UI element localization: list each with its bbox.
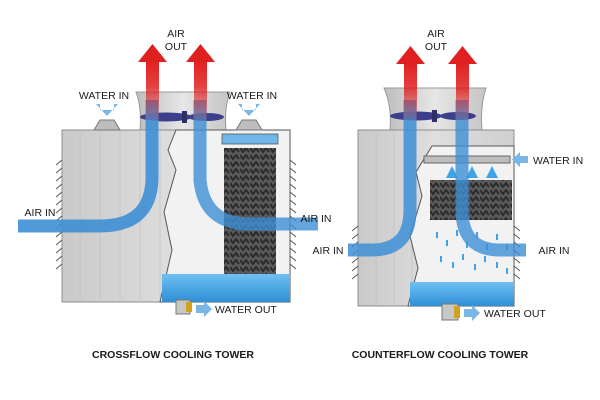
- crossflow-water-out-label: WATER OUT: [215, 304, 277, 316]
- counterflow-water-out-arrow: [464, 305, 480, 321]
- crossflow-air-in-right-label: AIR IN: [301, 213, 332, 225]
- crossflow-cold-water-basin: [162, 274, 290, 302]
- crossflow-air-out-label-line2: OUT: [165, 41, 188, 53]
- counterflow-tower: AIR OUT WATER IN AIR IN AIR IN WATER OUT…: [313, 28, 584, 361]
- crossflow-air-in-right-arrow: [193, 100, 318, 231]
- counterflow-rain-drops: [436, 230, 508, 274]
- crossflow-water-in-arrow-left: [96, 104, 118, 116]
- counterflow-air-in-left-label: AIR IN: [313, 245, 344, 257]
- counterflow-air-out-label-line2: OUT: [425, 41, 448, 53]
- crossflow-tower: AIR OUT WATER IN WATER IN AIR IN AIR IN …: [18, 28, 331, 361]
- counterflow-air-in-right-arrow: [455, 100, 526, 257]
- counterflow-fan-stack: [383, 87, 487, 131]
- crossflow-air-in-left-arrow: [18, 100, 159, 233]
- counterflow-cold-water-basin: [410, 282, 514, 306]
- crossflow-water-in-right-label: WATER IN: [227, 90, 277, 102]
- counterflow-air-out-arrow-left: [396, 46, 425, 64]
- counterflow-air-out-arrow-right: [448, 46, 477, 64]
- counterflow-water-in-arrow: [512, 152, 528, 167]
- counterflow-water-in-label: WATER IN: [533, 155, 583, 167]
- counterflow-air-out-label-line1: AIR: [427, 28, 445, 40]
- crossflow-air-out-label-line1: AIR: [167, 28, 185, 40]
- counterflow-air-in-left-arrow: [348, 100, 417, 257]
- counterflow-air-in-right-label: AIR IN: [539, 245, 570, 257]
- crossflow-water-out-arrow: [196, 301, 212, 317]
- counterflow-caption: COUNTERFLOW COOLING TOWER: [352, 349, 529, 361]
- crossflow-hot-water-basin: [221, 133, 279, 145]
- counterflow-fill-media: [430, 180, 512, 220]
- crossflow-caption: CROSSFLOW COOLING TOWER: [92, 349, 254, 361]
- counterflow-water-out-label: WATER OUT: [484, 308, 546, 320]
- crossflow-air-out-arrow-left: [138, 44, 167, 62]
- crossflow-water-in-left-label: WATER IN: [79, 90, 129, 102]
- crossflow-air-out-arrow-right: [186, 44, 215, 62]
- crossflow-air-in-left-label: AIR IN: [25, 207, 56, 219]
- crossflow-water-in-arrow-right: [238, 104, 260, 116]
- crossflow-fill-media: [224, 148, 276, 274]
